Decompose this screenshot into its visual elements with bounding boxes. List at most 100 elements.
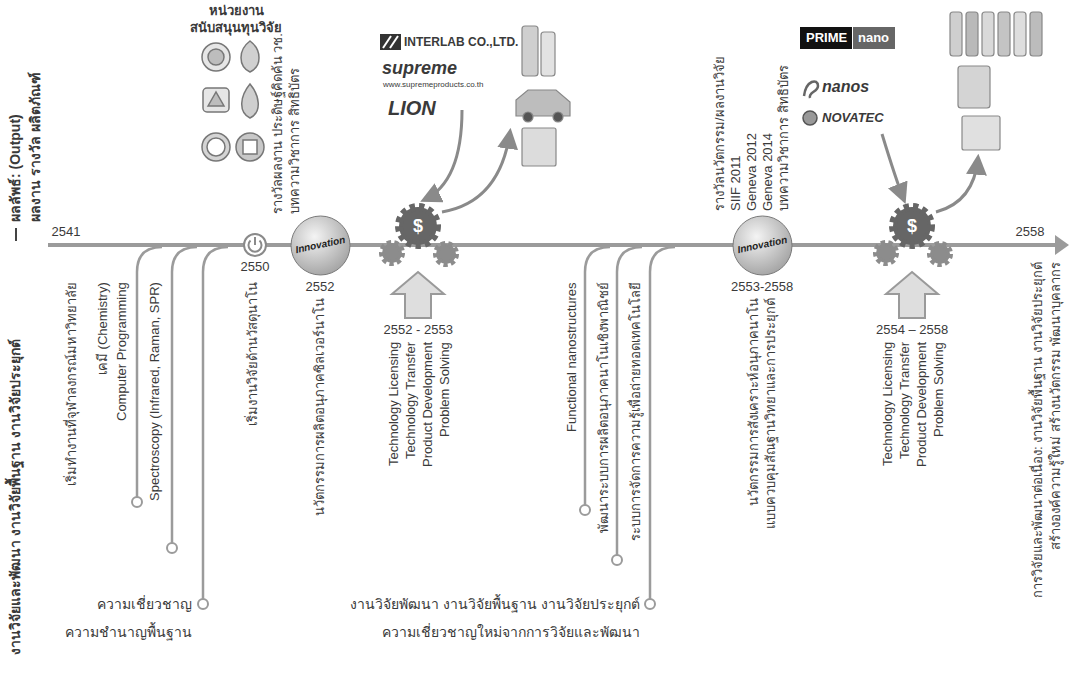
transfer-item: Technology Transfer — [897, 342, 913, 459]
products-right — [950, 12, 1042, 150]
feeder-dots-part — [198, 599, 208, 609]
research-note: Computer Programming — [114, 282, 130, 421]
funding-logos-part — [202, 133, 230, 161]
year-label: 2553-2558 — [731, 279, 793, 295]
globe-outline — [733, 216, 792, 275]
power-symbol-part — [244, 234, 266, 256]
title-separator — [16, 228, 17, 241]
feeder-dots-part — [645, 599, 655, 609]
feeder-dots — [132, 497, 655, 609]
transfer-item: Product Development — [914, 342, 930, 467]
transfer-item: Technology Transfer — [403, 342, 419, 459]
axis-title: งานวิจัยและพัฒนา งานวิจัยพื้นฐาน งานวิจั… — [7, 339, 25, 655]
expertise-label: ความเชี่ยวชาญ — [97, 596, 192, 614]
expertise-label: งานวิจัยพัฒนา งานวิจัยพื้นฐาน งานวิจัยปร… — [350, 596, 640, 614]
company-logo: INTERLAB CO.,LTD. — [404, 35, 518, 50]
year-label: 2558 — [1016, 224, 1045, 240]
products-right-part — [1030, 12, 1042, 56]
year-label: 2541 — [52, 224, 81, 240]
transfer-item: Problem Solving — [437, 342, 453, 437]
products-left — [516, 26, 570, 166]
group-heading: สนับสนุนทุนวิจัย — [190, 20, 282, 36]
award-note: Geneva 2012 — [744, 133, 760, 211]
funding-logos-part — [203, 88, 229, 112]
products-right-part — [982, 12, 994, 56]
company-logos-right-part — [800, 27, 852, 49]
products-left-part — [516, 90, 570, 116]
feeder-lines-part — [203, 247, 228, 599]
transfer-item: Technology Licensing — [880, 342, 896, 466]
gear-cluster-part — [382, 243, 402, 263]
funding-logos — [202, 41, 264, 161]
research-note: เริ่มทำงานที่จุฬาลงกรณ์มหาวิทยาลัย — [64, 282, 80, 486]
company-logos-right-part — [853, 27, 895, 49]
research-note: เริ่มงานวิจัยด้านวัสดุนาโน — [245, 282, 261, 426]
dollar-sign: $ — [907, 215, 917, 238]
award-note: SIIF 2011 — [728, 156, 744, 211]
innovation-globe: Innovation — [290, 215, 351, 276]
company-logo: nanos — [822, 77, 869, 97]
license-arrows-part — [442, 132, 510, 212]
innovation-globe: Innovation — [732, 215, 793, 276]
feeder-dots-part — [580, 505, 590, 515]
products-left-part — [553, 112, 563, 122]
company-logos-left-part — [390, 36, 398, 48]
products-right-part — [966, 12, 978, 56]
company-logos-right-part — [804, 81, 818, 98]
power-symbol — [244, 234, 266, 256]
timeline-arrow-part — [1055, 235, 1069, 255]
company-logo: LION — [388, 96, 436, 121]
research-note: ระบบการจัดการความรู้เพื่อถ่ายทอดเทคโนโลย… — [628, 282, 644, 541]
license-arrows-part — [882, 134, 904, 200]
transfer-item: Product Development — [420, 342, 436, 467]
future-note: การวิจัยและพัฒนาต่อเนื่อง: งานวิจัยพื้นฐ… — [1030, 262, 1046, 598]
feeder-lines-part — [650, 247, 675, 599]
feeder-dots-part — [167, 543, 177, 553]
output-note: รางวัลผลงาน ประดิษฐ์คิดค้น วช. — [270, 33, 286, 214]
products-left-part — [522, 128, 556, 166]
year-label: 2552 — [306, 279, 335, 295]
funding-logos-part — [208, 92, 224, 106]
license-arrows — [424, 110, 978, 212]
up-arrows-part — [886, 272, 938, 318]
funding-logos-part — [242, 84, 259, 118]
title-separator-part — [15, 228, 17, 241]
up-arrows-part — [392, 272, 444, 318]
funding-logos-part — [236, 133, 264, 161]
gear-cluster-part — [930, 244, 950, 264]
company-logo: NOVATEC — [822, 110, 884, 126]
research-note: เคมี (Chemistry) — [95, 282, 111, 375]
gear-cluster — [382, 207, 950, 264]
products-right-part — [1014, 12, 1026, 56]
axis-title: ผลลัพธ์: (Output) — [7, 114, 25, 222]
year-label: 2550 — [241, 259, 270, 275]
products-left-part — [522, 26, 538, 76]
transfer-item: Problem Solving — [931, 342, 947, 437]
gear-cluster-part — [399, 207, 437, 245]
products-right-part — [950, 12, 962, 56]
products-right-part — [958, 66, 990, 108]
products-right-part — [962, 116, 1000, 150]
feeder-dots-part — [132, 497, 142, 507]
gear-cluster-part — [893, 207, 931, 245]
company-logos-left-part — [380, 34, 401, 50]
company-logo: supreme — [382, 57, 457, 80]
company-logos-left — [380, 34, 401, 50]
future-note: สร้างองค์ความรู้ใหม่ สร้างนวัตกรรม พัฒนา… — [1048, 262, 1064, 550]
research-note: Spectroscopy (Infrared, Raman, SPR) — [147, 282, 163, 501]
feeder-lines — [137, 247, 675, 599]
products-right-part — [998, 12, 1010, 56]
license-arrows-part — [424, 110, 462, 200]
transfer-item: Technology Licensing — [386, 342, 402, 466]
innovation-note: นวัตกรรมการสังเคราะห์อนุภาคนาโน — [746, 298, 762, 506]
expertise-label: ความเชี่ยวชาญใหม่จากการวิจัยและพัฒนา — [382, 624, 640, 642]
feeder-lines-part — [172, 247, 197, 543]
products-left-part — [523, 112, 533, 122]
up-arrows — [392, 272, 938, 318]
products-left-part — [541, 32, 555, 76]
axis-title: ผลงาน รางวัล ผลิตภัณฑ์ — [27, 72, 45, 222]
dollar-sign: $ — [413, 215, 423, 238]
gear-cluster-part — [436, 244, 456, 264]
company-logos-left-part — [383, 36, 391, 48]
company-logo: PRIME — [806, 30, 847, 46]
